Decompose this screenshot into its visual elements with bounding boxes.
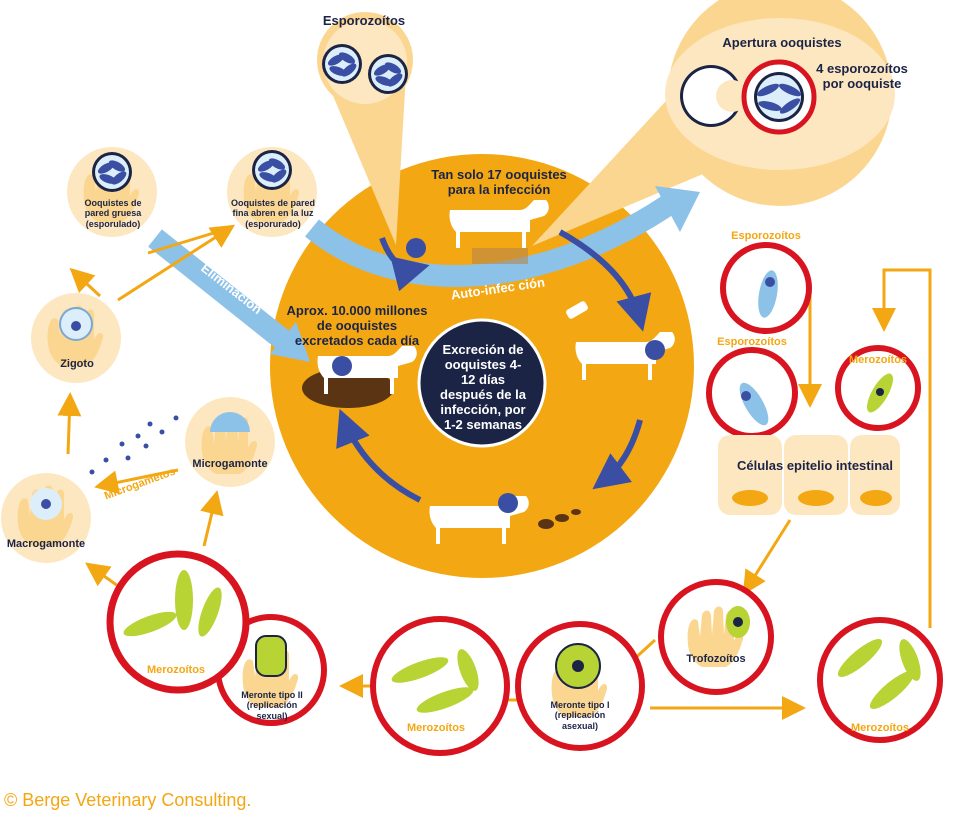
merozoites-left-label: Merozoítos [146,664,206,676]
infection-label: Tan solo 17 ooquistes para la infección [431,167,567,197]
thick-wall-label: Ooquistes de pared gruesa (esporulado) [84,198,142,229]
merozoites-right-label: Merozoítos [850,722,910,734]
merozoites-mid-label: Merozoítos [406,722,466,734]
microgamont-label: Microgamonte [192,458,268,470]
thin-wall-label: Ooquistes de pared fina abren en la luz … [230,198,316,229]
per-oocyst-label: 4 esporozoítos por ooquiste [816,61,908,91]
excreted-label: Aprox. 10.000 millones de ooquistes excr… [286,303,428,348]
sporozoites-label-1: Esporozoítos [731,230,801,242]
merozoites-top-label: Merozoítos [848,354,908,366]
zygote-label: Zigoto [60,358,94,370]
top-sporozoites-label: Esporozoítos [322,13,406,28]
macrogamont-label: Macrogamonte [6,538,86,550]
meront-2-label: Meronte tipo II (replicación sexual) [241,690,303,721]
sporozoites-label-2: Esporozoítos [717,336,787,348]
epithelium-label: Células epitelio intestinal [736,458,894,473]
meront-1-label: Meronte tipo I (replicación asexual) [550,700,610,731]
trophozoites-label: Trofozoítos [686,653,746,665]
excretion-label: Excreción de ooquistes 4-12 días después… [440,342,526,432]
opening-label: Apertura ooquistes [722,35,842,50]
credit-text: © Berge Veterinary Consulting. [4,790,252,810]
